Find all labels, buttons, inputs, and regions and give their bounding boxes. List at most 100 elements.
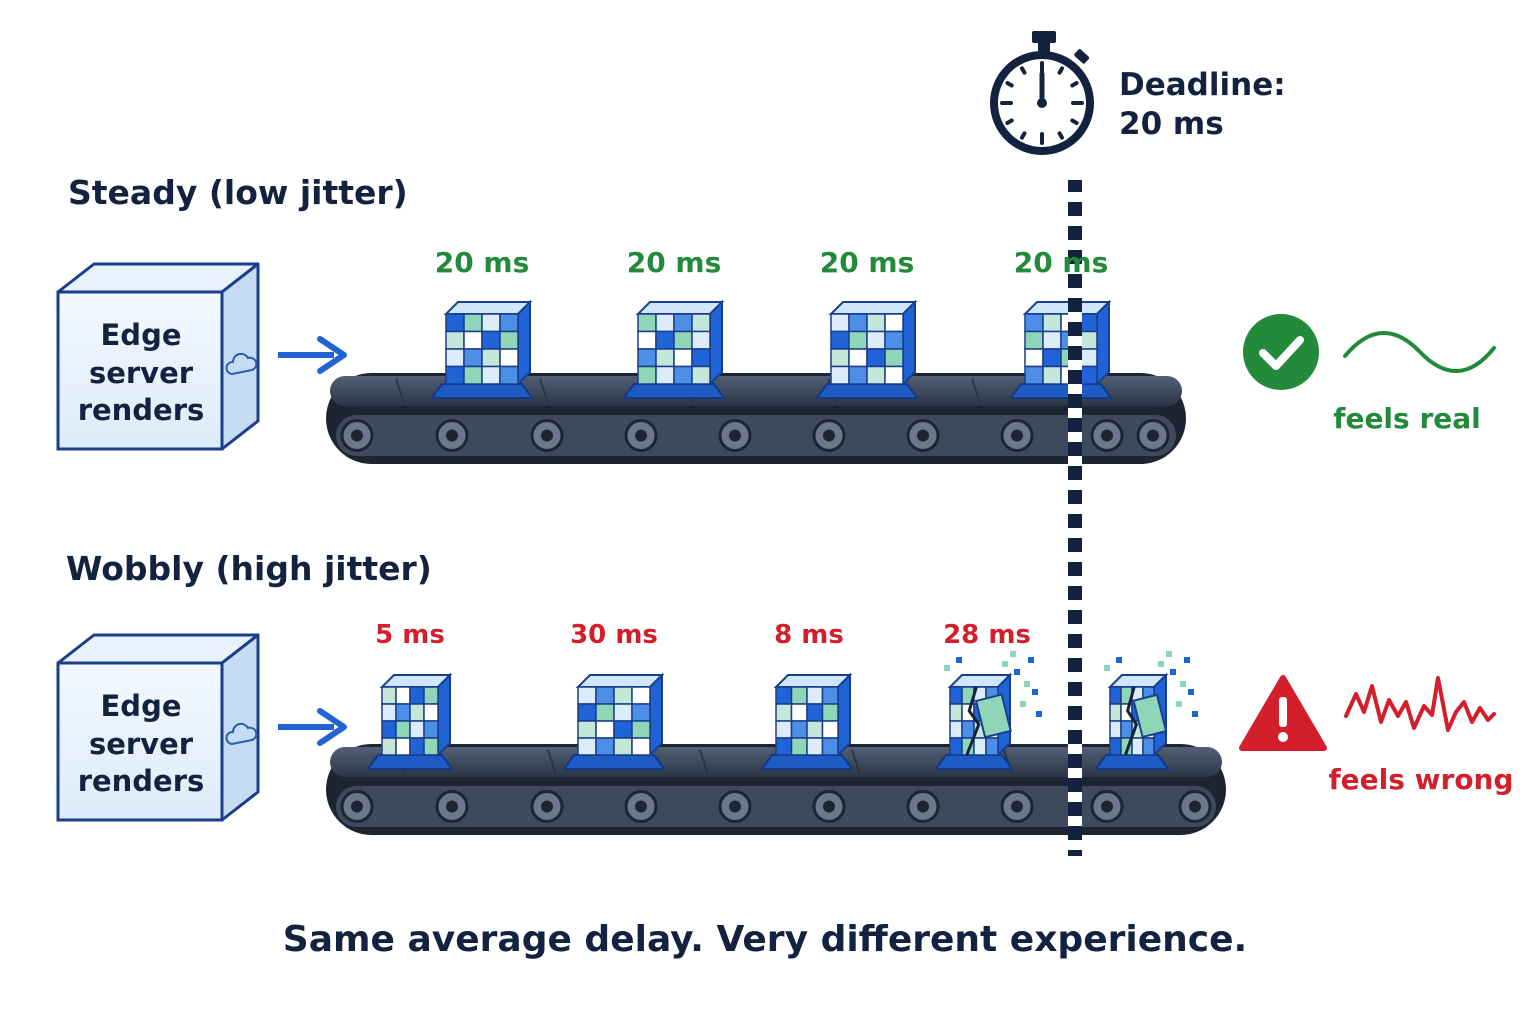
packet-tile: [691, 313, 711, 333]
packet-top: [635, 301, 725, 315]
pixel-fragment: [1188, 689, 1194, 695]
roller-hub: [917, 429, 929, 442]
packet-tile: [949, 720, 963, 739]
packet-tile: [381, 737, 397, 756]
roller-hub: [446, 800, 458, 813]
deadline-value: 20 ms: [1119, 106, 1224, 142]
packet-tile: [381, 686, 397, 705]
deadline-label: Deadline:: [1119, 67, 1286, 103]
packet-tile: [481, 348, 501, 368]
packet-tile: [499, 365, 519, 385]
packet-tile: [409, 720, 425, 739]
belt-seam: [547, 749, 557, 775]
packet-tile: [848, 313, 868, 333]
packet-tile: [1024, 330, 1044, 350]
packet-tile: [409, 737, 425, 756]
packet-tile: [884, 365, 904, 385]
packet-tile: [595, 737, 615, 756]
packet-tile: [985, 737, 999, 756]
wobbly-result-label: feels wrong: [1328, 763, 1513, 796]
roller-hub: [1011, 429, 1023, 442]
packet-tile: [655, 330, 675, 350]
deadline-line-gap: [1068, 312, 1082, 322]
packet-tile: [613, 686, 633, 705]
packet-tile: [481, 330, 501, 350]
smooth-wave-icon: [1343, 331, 1496, 373]
deadline-line-gap: [1068, 264, 1082, 274]
steady-arrow-icon: [278, 336, 347, 374]
packet-tile: [613, 737, 633, 756]
steady-delay-label: 20 ms: [820, 246, 915, 279]
packet-tile: [790, 737, 808, 756]
pixel-fragment: [1032, 689, 1038, 695]
deadline-line-gap: [1068, 648, 1082, 658]
packet-tile: [445, 313, 465, 333]
deadline-line-gap: [1068, 456, 1082, 466]
deadline-line-gap: [1068, 432, 1082, 442]
steady-delay-label: 20 ms: [435, 246, 530, 279]
frame-packet: [622, 299, 726, 399]
deadline-line-gap: [1068, 576, 1082, 586]
packet-tile: [463, 313, 483, 333]
wobbly-arrow-icon: [278, 708, 347, 746]
packet-tile: [790, 720, 808, 739]
packet-tile: [673, 365, 693, 385]
packet-tile: [655, 365, 675, 385]
wobbly-delay-label: 5 ms: [375, 620, 445, 650]
roller-hub: [823, 429, 835, 442]
packet-tile: [395, 720, 411, 739]
deadline-line-gap: [1068, 336, 1082, 346]
packet-tile: [775, 720, 793, 739]
deadline-line-gap: [1068, 360, 1082, 370]
server-label-line: server: [89, 356, 194, 390]
frame-packet: [815, 299, 919, 399]
packet-tile: [463, 365, 483, 385]
deadline-line-gap: [1068, 600, 1082, 610]
steady-edge-server-box: Edge server renders: [56, 262, 260, 451]
packet-tile: [613, 720, 633, 739]
pixel-fragment: [1028, 657, 1034, 663]
pixel-fragment: [1010, 651, 1016, 657]
deadline-line-gap: [1068, 816, 1082, 826]
packet-tile: [409, 703, 425, 722]
packet-tile: [1131, 737, 1144, 756]
jagged-wave-icon: [1344, 676, 1496, 732]
server-label-line: renders: [78, 764, 205, 798]
packet-tile: [949, 737, 963, 756]
frame-packet: [562, 672, 666, 770]
packet-tile: [866, 365, 886, 385]
pixel-fragment: [1158, 661, 1164, 667]
packet-tile: [463, 330, 483, 350]
packet-tile: [637, 330, 657, 350]
packet-tile: [613, 703, 633, 722]
wobbly-delay-label: 8 ms: [774, 620, 844, 650]
pixel-fragment: [1166, 651, 1172, 657]
pixel-fragment: [1014, 669, 1020, 675]
packet-tile: [1109, 703, 1122, 722]
packet-tile: [949, 686, 963, 705]
packet-tile: [631, 703, 651, 722]
packet-tile: [631, 686, 651, 705]
pixel-fragment: [1104, 665, 1110, 671]
packet-tile: [961, 720, 975, 739]
deadline-line-gap: [1068, 672, 1082, 682]
roller-hub: [1101, 800, 1113, 813]
belt-seam: [851, 749, 861, 775]
packet-tile: [830, 313, 850, 333]
packet-tile: [1109, 720, 1122, 739]
packet-fragment: [1132, 693, 1168, 739]
packet-base: [430, 383, 534, 399]
steady-conveyor-belt: [326, 373, 1186, 464]
roller-hub: [1147, 429, 1159, 442]
steady-title: Steady (low jitter): [68, 173, 408, 212]
warning-icon: [1239, 675, 1327, 751]
packet-tile: [423, 686, 439, 705]
packet-side: [517, 299, 531, 387]
packet-base: [1094, 754, 1170, 770]
packet-base: [562, 754, 666, 770]
packet-tile: [445, 348, 465, 368]
packet-tile: [830, 348, 850, 368]
packet-tile: [884, 348, 904, 368]
packet-tile: [409, 686, 425, 705]
